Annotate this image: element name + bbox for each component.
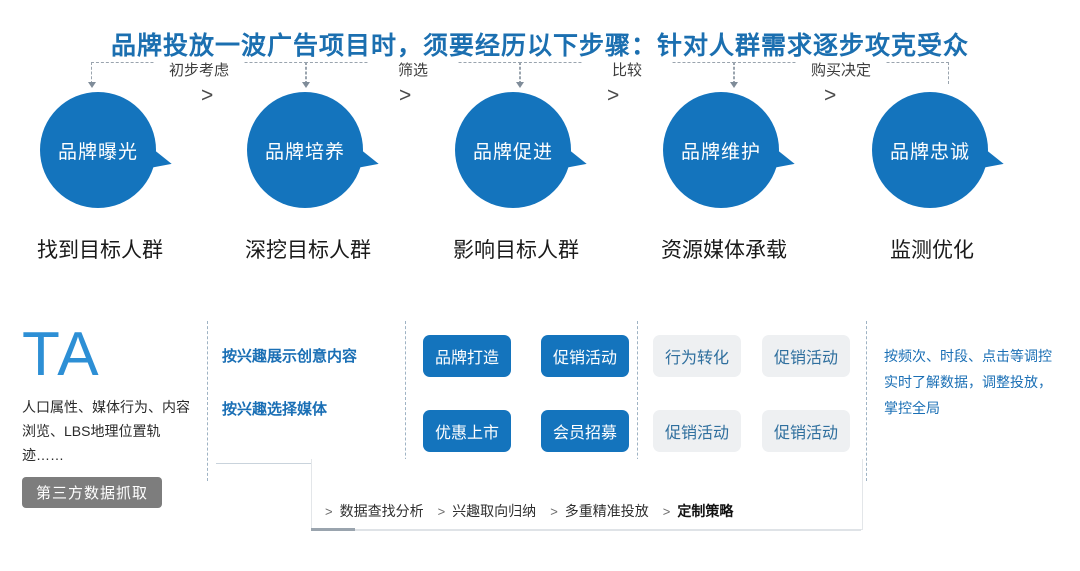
- interest-underline: [216, 463, 394, 464]
- column-divider-2: [405, 321, 406, 481]
- stage-bubble-label: 品牌忠诚: [889, 141, 970, 163]
- bubble-tail-icon: [768, 147, 798, 175]
- interest-line-2: 按兴趣选择媒体: [222, 401, 328, 418]
- chip-gray-4[interactable]: 促销活动: [762, 410, 850, 452]
- connector-drop-right: [734, 62, 735, 84]
- nav-separator-4: >: [662, 503, 671, 519]
- interest-line-1: 按兴趣展示创意内容: [222, 348, 358, 365]
- chip-blue-3[interactable]: 优惠上市: [423, 410, 511, 452]
- page-title: 品牌投放一波广告项目时，须要经历以下步骤：针对人群需求逐步攻克受众: [110, 32, 969, 60]
- chip-blue-2[interactable]: 促销活动: [541, 335, 629, 377]
- connector-drop-left: [519, 62, 520, 84]
- connector-arrow: [729, 82, 738, 88]
- connector-drop-right: [306, 62, 307, 84]
- nav-item-2[interactable]: 兴趣取向归纳: [452, 503, 537, 519]
- bubble-tail-icon: [560, 147, 590, 175]
- connector-2: 筛选: [301, 59, 521, 88]
- flow-chevron-4: >: [824, 84, 837, 107]
- nav-separator-3: >: [550, 503, 558, 519]
- ta-block: TA 人口属性、媒体行为、内容浏览、LBS地理位置轨迹…… 第三方数据抓取: [22, 323, 197, 508]
- nav-underline: [311, 529, 861, 531]
- connector-label: 比较: [582, 59, 672, 80]
- stage-bubble-label: 品牌培养: [264, 141, 345, 163]
- stage-bubble-label: 品牌曝光: [57, 141, 138, 163]
- nav-item-1[interactable]: 数据查找分析: [339, 503, 424, 519]
- connector-1: 初步考虑: [87, 59, 307, 88]
- connector-drop-right: [948, 62, 949, 84]
- stage-bubble-label: 品牌维护: [680, 141, 761, 163]
- ta-description: 人口属性、媒体行为、内容浏览、LBS地理位置轨迹……: [22, 399, 190, 463]
- chip-blue-1[interactable]: 品牌打造: [423, 335, 511, 377]
- flow-chevron-3: >: [607, 84, 620, 107]
- step-label-2: 深挖目标人群: [245, 239, 371, 262]
- nav-item-4[interactable]: 定制策略: [677, 503, 734, 519]
- chip-gray-3[interactable]: 促销活动: [653, 410, 741, 452]
- stage-bubble-5[interactable]: 品牌忠诚: [872, 92, 1007, 208]
- nav-separator-1: >: [325, 503, 333, 519]
- connector-drop-left: [91, 62, 92, 84]
- stage-bubble-4[interactable]: 品牌维护: [663, 92, 798, 208]
- nav-active-indicator: [311, 528, 355, 531]
- step-label-3: 影响目标人群: [453, 239, 579, 262]
- connector-4: 购买决定: [729, 59, 949, 88]
- chip-gray-1[interactable]: 行为转化: [653, 335, 741, 377]
- ta-logo: TA: [22, 320, 101, 389]
- connector-arrow: [301, 82, 310, 88]
- stage-bubble-1[interactable]: 品牌曝光: [40, 92, 175, 208]
- bubble-tail-icon: [145, 147, 175, 175]
- connector-arrow: [515, 82, 524, 88]
- nav-container: [311, 459, 863, 530]
- column-divider-1: [207, 321, 208, 481]
- connector-3: 比较: [515, 59, 735, 88]
- flow-chevron-2: >: [399, 84, 412, 107]
- stage-bubble-2[interactable]: 品牌培养: [247, 92, 382, 208]
- third-party-data-badge[interactable]: 第三方数据抓取: [22, 477, 163, 508]
- stage-bubble-label: 品牌促进: [472, 141, 553, 163]
- connector-drop-left: [733, 62, 734, 84]
- flow-chevron-1: >: [201, 84, 214, 107]
- process-nav: > 数据查找分析 > 兴趣取向归纳 > 多重精准投放 > 定制策略: [311, 501, 861, 521]
- column-divider-4: [866, 321, 867, 481]
- connector-drop-right: [520, 62, 521, 84]
- column-divider-3: [637, 321, 638, 481]
- bubble-tail-icon: [977, 147, 1007, 175]
- nav-item-3[interactable]: 多重精准投放: [564, 503, 649, 519]
- step-label-5: 监测优化: [890, 239, 974, 262]
- nav-separator-2: >: [437, 503, 446, 519]
- chip-blue-4[interactable]: 会员招募: [541, 410, 629, 452]
- chip-gray-2[interactable]: 促销活动: [762, 335, 850, 377]
- connector-label: 购买决定: [796, 59, 886, 80]
- connector-drop-left: [305, 62, 306, 84]
- connector-label: 筛选: [368, 59, 458, 80]
- connector-label: 初步考虑: [154, 59, 244, 80]
- step-label-4: 资源媒体承载: [661, 239, 787, 262]
- optimization-note: 按频次、时段、点击等调控实时了解数据，调整投放，掌控全局: [884, 348, 1052, 416]
- bubble-tail-icon: [352, 147, 382, 175]
- interest-block: 按兴趣展示创意内容 按兴趣选择媒体: [222, 345, 397, 451]
- funnel-flow: 初步考虑 筛选 比较 购买决定 品牌曝光: [0, 59, 1080, 262]
- connector-arrow: [87, 82, 96, 88]
- strategy-panel: TA 人口属性、媒体行为、内容浏览、LBS地理位置轨迹…… 第三方数据抓取 按兴…: [0, 305, 1080, 571]
- stage-bubble-3[interactable]: 品牌促进: [455, 92, 590, 208]
- step-label-1: 找到目标人群: [37, 239, 163, 262]
